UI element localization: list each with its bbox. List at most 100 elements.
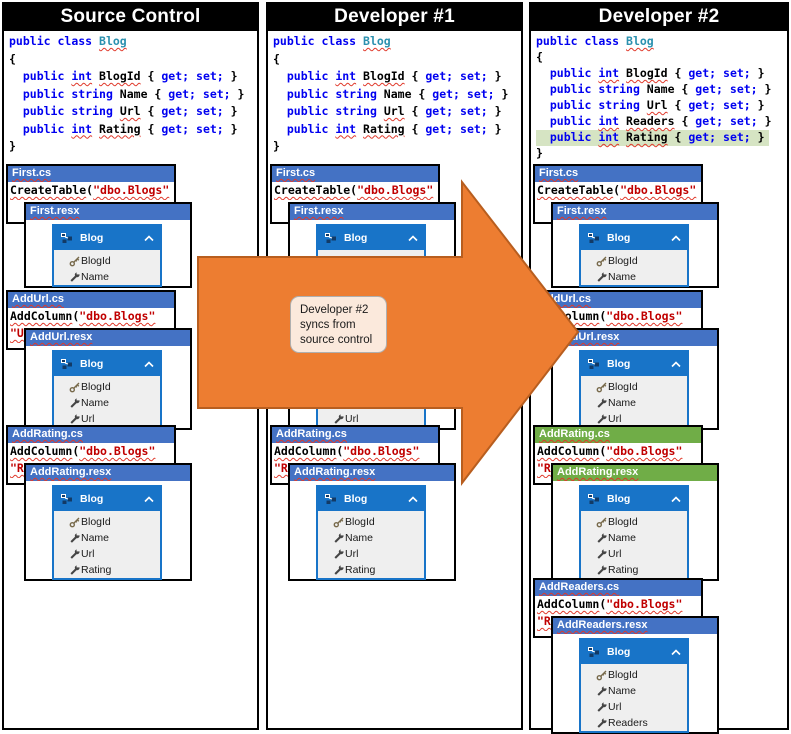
table-row: Rating — [581, 562, 687, 578]
code-token: int — [335, 69, 357, 83]
code-token: "dbo.Blogs" — [606, 444, 683, 458]
code-token: class — [57, 34, 100, 48]
chevron-up-icon[interactable] — [408, 234, 418, 242]
wrench-icon — [596, 397, 608, 409]
table-row: Name — [581, 395, 687, 411]
code-token — [453, 69, 460, 83]
code-token: } — [230, 86, 245, 101]
code-token: ( — [599, 444, 607, 458]
code-token: { — [140, 121, 162, 136]
entity-name: Blog — [80, 358, 104, 370]
code-token: } — [487, 104, 502, 118]
code-line: CreateTable("dbo.Blogs" — [274, 183, 438, 200]
table-row: BlogId — [318, 379, 424, 395]
entity-name: Blog — [344, 232, 368, 244]
code-token — [273, 104, 287, 118]
chevron-up-icon[interactable] — [144, 360, 154, 368]
code-token: public — [286, 86, 336, 101]
chevron-up-icon[interactable] — [144, 234, 154, 242]
class-code-block: public class Blog{ public int BlogId { g… — [273, 34, 519, 157]
code-token: } — [273, 139, 280, 153]
table-row: Url — [581, 411, 687, 427]
code-line: CreateTable("dbo.Blogs" — [10, 183, 174, 200]
code-line: public string Url { get; set; } — [536, 98, 785, 114]
file-card-title: AddRating.resx — [553, 465, 717, 481]
code-line: public string Name { get; set; } — [536, 82, 785, 98]
code-token: "dbo.Blogs" — [606, 309, 683, 323]
entity-name: Blog — [607, 358, 631, 370]
code-token: "dbo.Blogs" — [357, 183, 434, 197]
code-token — [196, 87, 203, 101]
table-row: Name — [54, 269, 160, 285]
code-token: public — [536, 34, 585, 48]
code-line: public int Rating { get; set; } — [273, 122, 519, 140]
code-token: "R — [10, 461, 24, 475]
migration-code: AddColumn("dbo.Blogs""R — [8, 443, 174, 478]
code-token: set; — [196, 121, 224, 136]
code-token: string — [335, 104, 377, 118]
entity-icon — [324, 493, 337, 505]
wrench-icon — [333, 564, 345, 576]
table-row: BlogId — [581, 514, 687, 530]
code-line: AddColumn("dbo.Blogs" — [537, 309, 701, 326]
class-code-block: public class Blog{ public int BlogId { g… — [9, 34, 255, 157]
code-token: set; — [729, 114, 758, 128]
chevron-up-icon[interactable] — [408, 495, 418, 503]
code-line: } — [536, 146, 785, 162]
chevron-up-icon[interactable] — [671, 360, 681, 368]
code-token: get; — [168, 86, 196, 101]
entity-table-header: Blog — [54, 226, 160, 250]
wrench-icon — [69, 548, 81, 560]
code-token: public — [22, 86, 72, 101]
code-token: AddColumn — [10, 444, 73, 458]
primary-key-icon — [596, 381, 608, 393]
primary-key-icon — [69, 255, 81, 267]
code-token: set; — [460, 69, 488, 83]
chevron-up-icon[interactable] — [671, 648, 681, 656]
column-name: Url — [345, 548, 359, 560]
column-name: Name — [608, 397, 637, 409]
entity-name: Blog — [344, 358, 368, 370]
code-token: } — [223, 121, 238, 136]
chevron-up-icon[interactable] — [144, 495, 154, 503]
table-row: Name — [581, 530, 687, 546]
code-token: set; — [723, 98, 751, 112]
wrench-icon — [596, 548, 608, 560]
wrench-icon — [69, 271, 81, 283]
primary-key-icon — [69, 516, 81, 528]
code-line: public int BlogId { get; set; } — [9, 69, 255, 87]
file-card-title: First.resx — [290, 204, 454, 220]
chevron-up-icon[interactable] — [671, 495, 681, 503]
wrench-icon — [333, 532, 345, 544]
column-name: BlogId — [608, 516, 638, 528]
code-token: { — [404, 104, 426, 118]
column-name: BlogId — [345, 381, 375, 393]
table-row: Rating — [54, 562, 160, 578]
code-token: set; — [723, 66, 751, 80]
code-token: { — [667, 130, 689, 144]
code-line: } — [9, 139, 255, 157]
table-row: BlogId — [54, 379, 160, 395]
chevron-up-icon[interactable] — [408, 360, 418, 368]
primary-key-icon — [596, 516, 608, 528]
code-line: public string Url { get; set; } — [273, 104, 519, 122]
code-token — [536, 66, 550, 80]
code-token: public — [22, 121, 72, 136]
code-token: public — [549, 130, 599, 144]
code-token: } — [750, 130, 765, 144]
code-line: public class Blog — [536, 34, 785, 50]
code-line: public string Name { get; set; } — [273, 87, 519, 105]
column-name: Url — [608, 548, 622, 560]
code-token: set; — [729, 82, 758, 96]
primary-key-icon — [69, 381, 81, 393]
file-card-title: AddRating.resx — [290, 465, 454, 481]
chevron-up-icon[interactable] — [671, 234, 681, 242]
code-token: AddColumn — [537, 444, 600, 458]
column-name: Name — [81, 271, 110, 283]
column-name: Rating — [81, 564, 112, 576]
wrench-icon — [69, 397, 81, 409]
code-token: Rating — [626, 130, 668, 144]
table-row: Url — [581, 546, 687, 562]
